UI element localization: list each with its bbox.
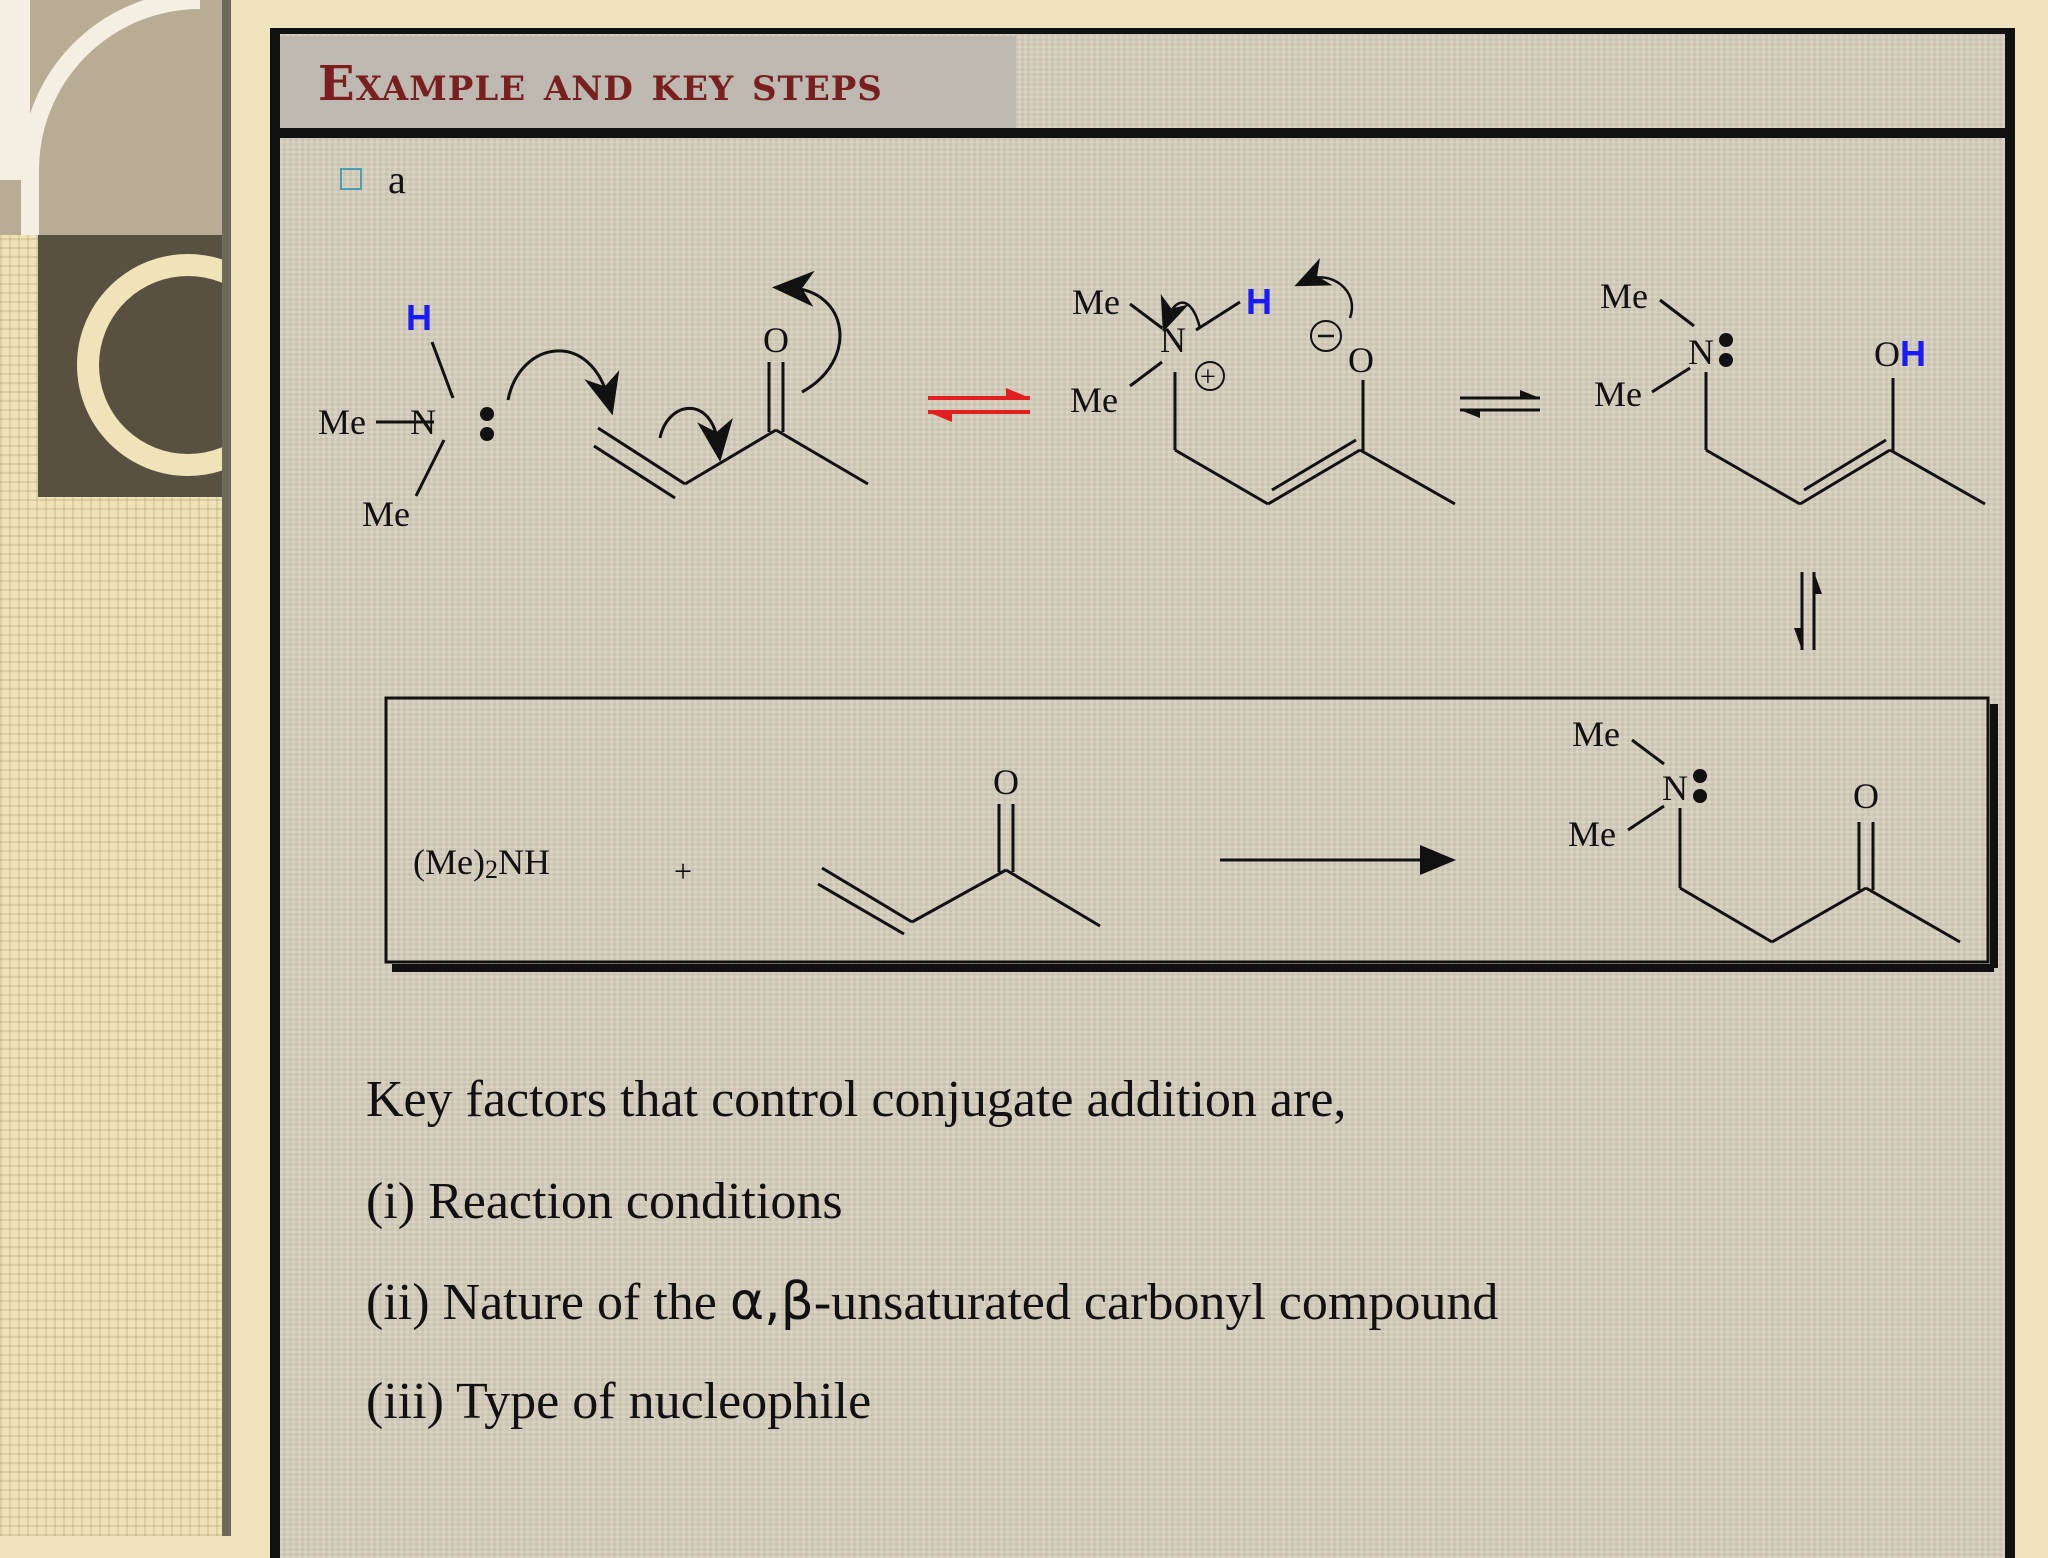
vertical-equilibrium-arrow xyxy=(1794,572,1822,650)
bullet-text: a xyxy=(388,157,406,202)
key-factor-item-2: (ii) Nature of the α,β-unsaturated carbo… xyxy=(366,1272,1499,1332)
lone-pair-dot xyxy=(1719,353,1733,367)
lone-pair-dot xyxy=(1693,769,1707,783)
methyl-label: Me xyxy=(1072,282,1120,322)
nitrogen-label: N xyxy=(1662,768,1688,808)
nh-bond xyxy=(430,341,455,399)
hydrogen-label: H xyxy=(406,297,432,338)
square-bullet-icon xyxy=(340,168,362,190)
oxygen-label: O xyxy=(1853,776,1879,816)
hydrogen-label: H xyxy=(1246,281,1272,322)
title-box: Example and key steps xyxy=(280,36,1016,128)
positive-charge-icon xyxy=(1195,361,1225,391)
oxygen-label: O xyxy=(1348,340,1374,380)
methyl-label: Me xyxy=(362,494,410,534)
curved-arrow xyxy=(506,349,620,416)
decorative-sidebar xyxy=(0,0,231,1536)
zwitterion-structure: Me N Me H + O xyxy=(1070,258,1456,506)
methyl-label: Me xyxy=(1070,380,1118,420)
oxygen-label: O xyxy=(763,320,789,360)
equilibrium-arrow xyxy=(1460,390,1540,418)
methyl-label: Me xyxy=(1600,276,1648,316)
methyl-label: Me xyxy=(1572,714,1620,754)
lone-pair-dot xyxy=(1693,789,1707,803)
lone-pair-dot xyxy=(480,407,494,421)
decorative-divider xyxy=(222,0,231,1536)
nitrogen-label: N xyxy=(1688,332,1714,372)
curved-arrow xyxy=(1294,258,1354,319)
slide-panel: Example and key steps a xyxy=(270,28,2015,1558)
key-factors-heading: Key factors that control conjugate addit… xyxy=(366,1071,1347,1128)
methyl-label: Me xyxy=(1594,374,1642,414)
lone-pair-dot xyxy=(480,427,494,441)
hydrogen-label: H xyxy=(1900,333,1926,374)
curved-arrow xyxy=(1160,294,1202,333)
reaction-plus: + xyxy=(674,853,692,889)
decorative-arc-panel xyxy=(0,0,222,235)
equilibrium-arrow-red xyxy=(928,388,1030,422)
negative-charge-icon xyxy=(1310,320,1342,352)
enol-structure: Me N Me O H xyxy=(1594,276,1986,506)
enone-structure: O xyxy=(593,270,869,500)
slide-title: Example and key steps xyxy=(318,56,883,112)
n-me-bond-lower xyxy=(414,439,446,497)
curved-arrow xyxy=(772,270,842,394)
plus-charge: + xyxy=(1200,362,1216,393)
oxygen-label: O xyxy=(993,762,1019,802)
key-factor-item-1: (i) Reaction conditions xyxy=(366,1173,843,1230)
lone-pair-dot xyxy=(1719,333,1733,347)
dimethylamine-structure: H Me N Me xyxy=(318,297,620,534)
oxygen-label: O xyxy=(1874,334,1900,374)
decorative-ring-panel xyxy=(38,235,222,497)
nitrogen-label: N xyxy=(1160,320,1186,360)
nitrogen-label: N xyxy=(410,402,436,442)
methyl-label: Me xyxy=(318,402,366,442)
overall-reaction-box: (Me)2NH + O Me N Me O xyxy=(384,696,1998,972)
reagent-dimethylamine: (Me)2NH xyxy=(413,842,550,884)
key-factor-item-3: (iii) Type of nucleophile xyxy=(366,1373,872,1430)
curved-arrow xyxy=(658,406,733,462)
title-band: Example and key steps xyxy=(280,28,2015,138)
methyl-label: Me xyxy=(1568,814,1616,854)
